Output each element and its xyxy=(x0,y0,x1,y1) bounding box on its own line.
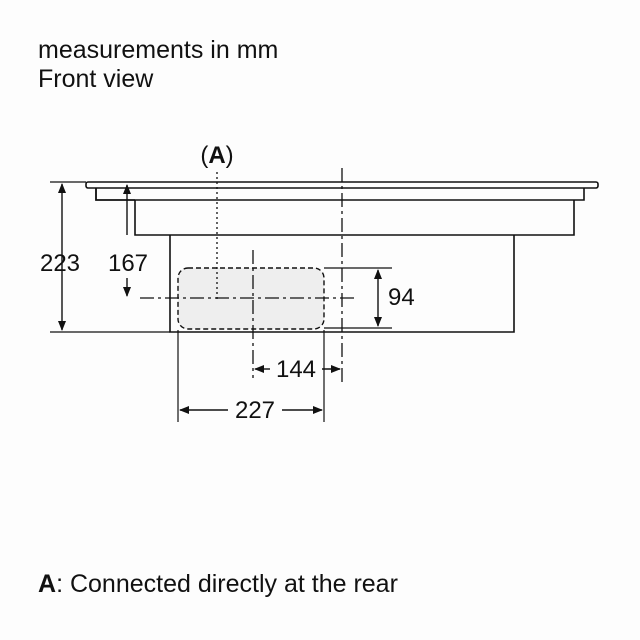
callout-label: (A) xyxy=(200,142,233,169)
upper-housing-body xyxy=(134,200,575,236)
view-label: Front view xyxy=(38,65,154,93)
legend-key: A xyxy=(38,570,57,598)
extension-lines xyxy=(50,181,392,422)
dim-offset-label: 144 xyxy=(276,356,316,383)
measurement-unit-note: measurements in mm xyxy=(38,36,279,64)
header: measurements in mm Front view xyxy=(38,36,278,94)
dimension-lines xyxy=(58,183,382,414)
upper-housing xyxy=(95,188,585,201)
center-lines xyxy=(140,168,356,384)
upper-frame xyxy=(95,188,135,201)
legend-text: : Connected directly at the rear xyxy=(56,570,398,598)
dim-upper-height-label: 167 xyxy=(108,250,148,277)
dim-box-height-label: 94 xyxy=(388,284,415,311)
legend: A: Connected directly at the rear xyxy=(38,570,398,599)
dim-total-height-label: 223 xyxy=(40,250,80,277)
dim-width-label: 227 xyxy=(235,397,275,424)
